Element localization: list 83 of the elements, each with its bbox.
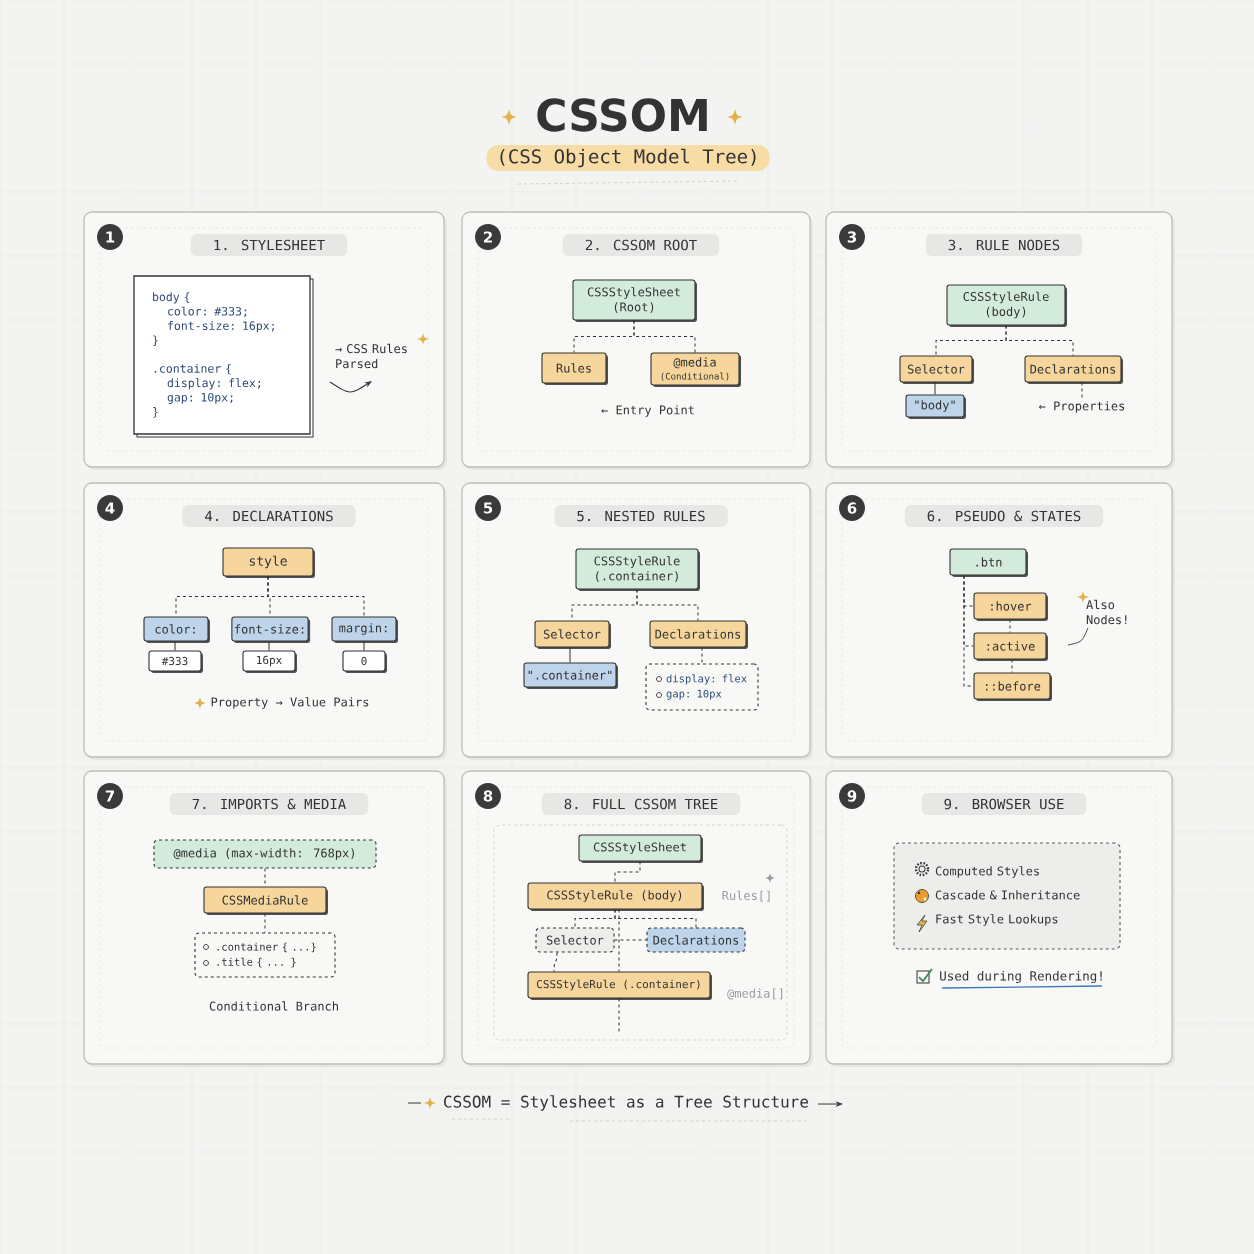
connector — [268, 641, 270, 651]
selector-box: Declarations — [646, 927, 746, 953]
tree-frame — [493, 824, 788, 1041]
selector-box: ".container" — [523, 662, 618, 689]
rule-list: .container { ...} .title { ... } — [194, 932, 336, 978]
connector — [614, 909, 697, 928]
note-text: Conditional Branch — [209, 1001, 338, 1011]
note-text: ← Entry Point — [601, 405, 694, 417]
panel-heading: 2. CSSOM ROOT — [562, 234, 720, 256]
connector — [267, 576, 365, 617]
tree-node-box: CSSStyleRule (body) — [527, 882, 704, 911]
connector — [636, 589, 699, 621]
note-text: → CSS Rules Parsed — [335, 343, 407, 369]
value-box: 0 — [342, 650, 387, 673]
connector — [174, 641, 176, 651]
tree-node-box: Rules — [541, 352, 608, 385]
number-badge: 6 — [839, 495, 865, 521]
panel-heading: 8. FULL CSSOM TREE — [541, 793, 741, 815]
selector-box: font-size: — [231, 616, 311, 643]
tree-node-box: ::before — [973, 672, 1052, 701]
underlined-note: Used during Rendering! — [940, 970, 1103, 989]
root-box: CSSStyleSheet (Root) — [572, 279, 697, 322]
connector — [614, 939, 647, 941]
connector — [701, 647, 703, 664]
note-text: Property → Value Pairs — [211, 697, 369, 709]
note-text: Also Nodes! — [1086, 599, 1127, 625]
value-box: 16px — [242, 650, 297, 673]
panel-heading: 6. PSEUDO & STATES — [904, 505, 1104, 527]
tree-node-box: Selector — [534, 620, 611, 649]
number-badge: 3 — [839, 224, 865, 250]
connector — [363, 641, 365, 651]
tree-node-box: Declarations — [1024, 355, 1123, 384]
media-query-box: @media (max-width: 768px) — [153, 839, 377, 869]
title: CSSOM — [537, 98, 707, 132]
connector — [618, 909, 620, 972]
number-badge: 2 — [475, 224, 501, 250]
tree-node-box: :active — [973, 632, 1048, 661]
selector-box: "body" — [905, 394, 966, 419]
panel-heading: 9. BROWSER USE — [921, 793, 1087, 815]
panel-heading: 7. IMPORTS & MEDIA — [169, 793, 369, 815]
note-text: @media[] — [727, 988, 783, 1000]
number-badge: 8 — [475, 783, 501, 809]
rule-box: CSSStyleRule (.container) — [575, 548, 700, 591]
tree-node-box: @media (Conditional) — [650, 352, 741, 387]
tree-node-box: Declarations — [649, 620, 748, 649]
panel-heading: 5. NESTED RULES — [554, 505, 728, 527]
number-badge: 7 — [97, 783, 123, 809]
panel-heading: 4. DECLARATIONS — [182, 505, 356, 527]
declaration-list: display: flex gap: 10px — [645, 663, 759, 711]
rule-box: CSSStyleRule (body) — [946, 284, 1067, 327]
number-badge: 1 — [97, 224, 123, 250]
value-box: #333 — [148, 650, 203, 673]
selector-box: Selector — [535, 927, 615, 953]
number-badge: 4 — [97, 495, 123, 521]
selector-box: margin: — [331, 616, 398, 643]
connector — [618, 998, 620, 1034]
connector — [264, 913, 266, 933]
number-badge: 9 — [839, 783, 865, 809]
connector — [553, 952, 558, 972]
feature-box: Computed Styles Cascade & Inheritance Fast Style Lookups — [893, 842, 1121, 950]
connector — [569, 647, 571, 663]
tree-node-box: style — [222, 547, 315, 578]
rule-box: .btn — [949, 548, 1028, 577]
code-card: body { color: #333; font-size: 16px; } .container { display: flex; gap: 10px; } — [133, 275, 314, 438]
panel-heading: 1. STYLESHEET — [190, 234, 348, 256]
tree-node-box: CSSMediaRule — [203, 886, 328, 915]
selector-box: color: — [143, 616, 210, 643]
note-text: Rules[] — [722, 890, 770, 902]
connector — [264, 868, 266, 887]
connector — [1081, 382, 1083, 401]
tree-node-box: Selector — [899, 355, 974, 384]
subtitle: (CSS Object Model Tree) — [486, 145, 770, 185]
tree-node-box: CSSStyleRule (.container) — [527, 971, 712, 1000]
tree-node-box: :hover — [973, 592, 1048, 621]
number-badge: 5 — [475, 495, 501, 521]
root-box: CSSStyleSheet — [578, 834, 703, 863]
connector — [934, 382, 936, 395]
connector — [614, 861, 641, 883]
panel-heading: 3. RULE NODES — [925, 234, 1083, 256]
caption: CSSOM = Stylesheet as a Tree Structure — [444, 1095, 811, 1122]
connector — [633, 320, 696, 353]
note-text: ← Properties — [1039, 401, 1125, 413]
connector — [1005, 325, 1074, 356]
